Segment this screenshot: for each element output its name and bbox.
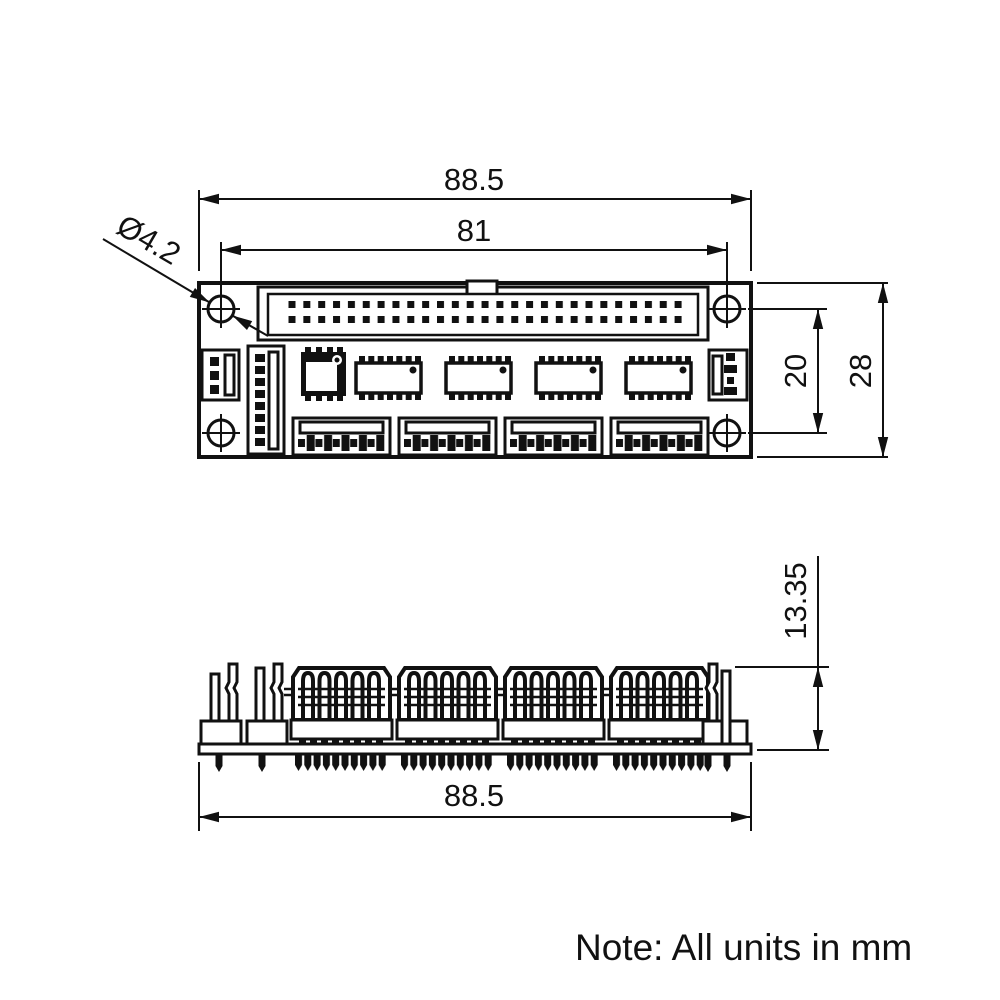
units-note: Note: All units in mm — [575, 927, 912, 968]
kinked-pin — [269, 662, 284, 723]
dim-board-height: 28 — [757, 282, 889, 458]
soic-chip-4 — [624, 354, 693, 402]
wire-connector-right — [707, 348, 749, 402]
soic-chip-2 — [444, 354, 513, 402]
dim-label-overall-width-bottom: 88.5 — [444, 778, 504, 813]
idc-pin-grid — [288, 301, 682, 331]
dim-hole-pitch-x: 81 — [220, 213, 728, 302]
header-pin — [720, 669, 732, 746]
side-connector-4 — [609, 668, 710, 772]
kinked-pin — [224, 662, 239, 723]
dim-label-hole-pitch-y: 20 — [778, 354, 813, 388]
dim-label-profile-height: 13.35 — [778, 562, 813, 640]
bottom-connector-1 — [291, 416, 392, 457]
header-pin — [209, 672, 221, 723]
wire-connector-left — [200, 348, 241, 402]
bottom-connector-4 — [609, 416, 710, 457]
left-pedestal-1 — [199, 662, 243, 746]
kinked-pin — [704, 662, 719, 723]
dim-label-hole-diameter: Ø4.2 — [111, 208, 187, 272]
bottom-connector-2 — [397, 416, 498, 457]
soic-chip-3 — [534, 354, 603, 402]
pin-header-left — [246, 344, 286, 456]
dim-bottom-overall-width: 88.5 — [198, 762, 752, 831]
bottom-connector-3 — [503, 416, 604, 457]
side-connector-3 — [503, 668, 604, 772]
header-pin — [254, 666, 266, 723]
dim-hole-pitch-y: 20 — [748, 308, 827, 434]
left-pedestal-2 — [245, 662, 289, 746]
ic-small — [301, 347, 346, 401]
dim-top-overall-width: 88.5 — [198, 162, 752, 271]
dim-label-board-height: 28 — [843, 354, 878, 388]
dim-profile-height: 13.35 — [735, 556, 829, 751]
idc-connector — [256, 279, 710, 342]
top-view — [197, 279, 753, 459]
dim-label-overall-width-top: 88.5 — [444, 162, 504, 197]
dim-label-hole-pitch-x: 81 — [457, 213, 491, 248]
pcb-outline-side-view — [197, 742, 753, 756]
side-connector-2 — [397, 668, 498, 772]
right-pedestal — [701, 662, 749, 746]
soic-chip-1 — [354, 354, 423, 402]
side-connector-1 — [291, 668, 392, 772]
side-view — [197, 662, 753, 772]
